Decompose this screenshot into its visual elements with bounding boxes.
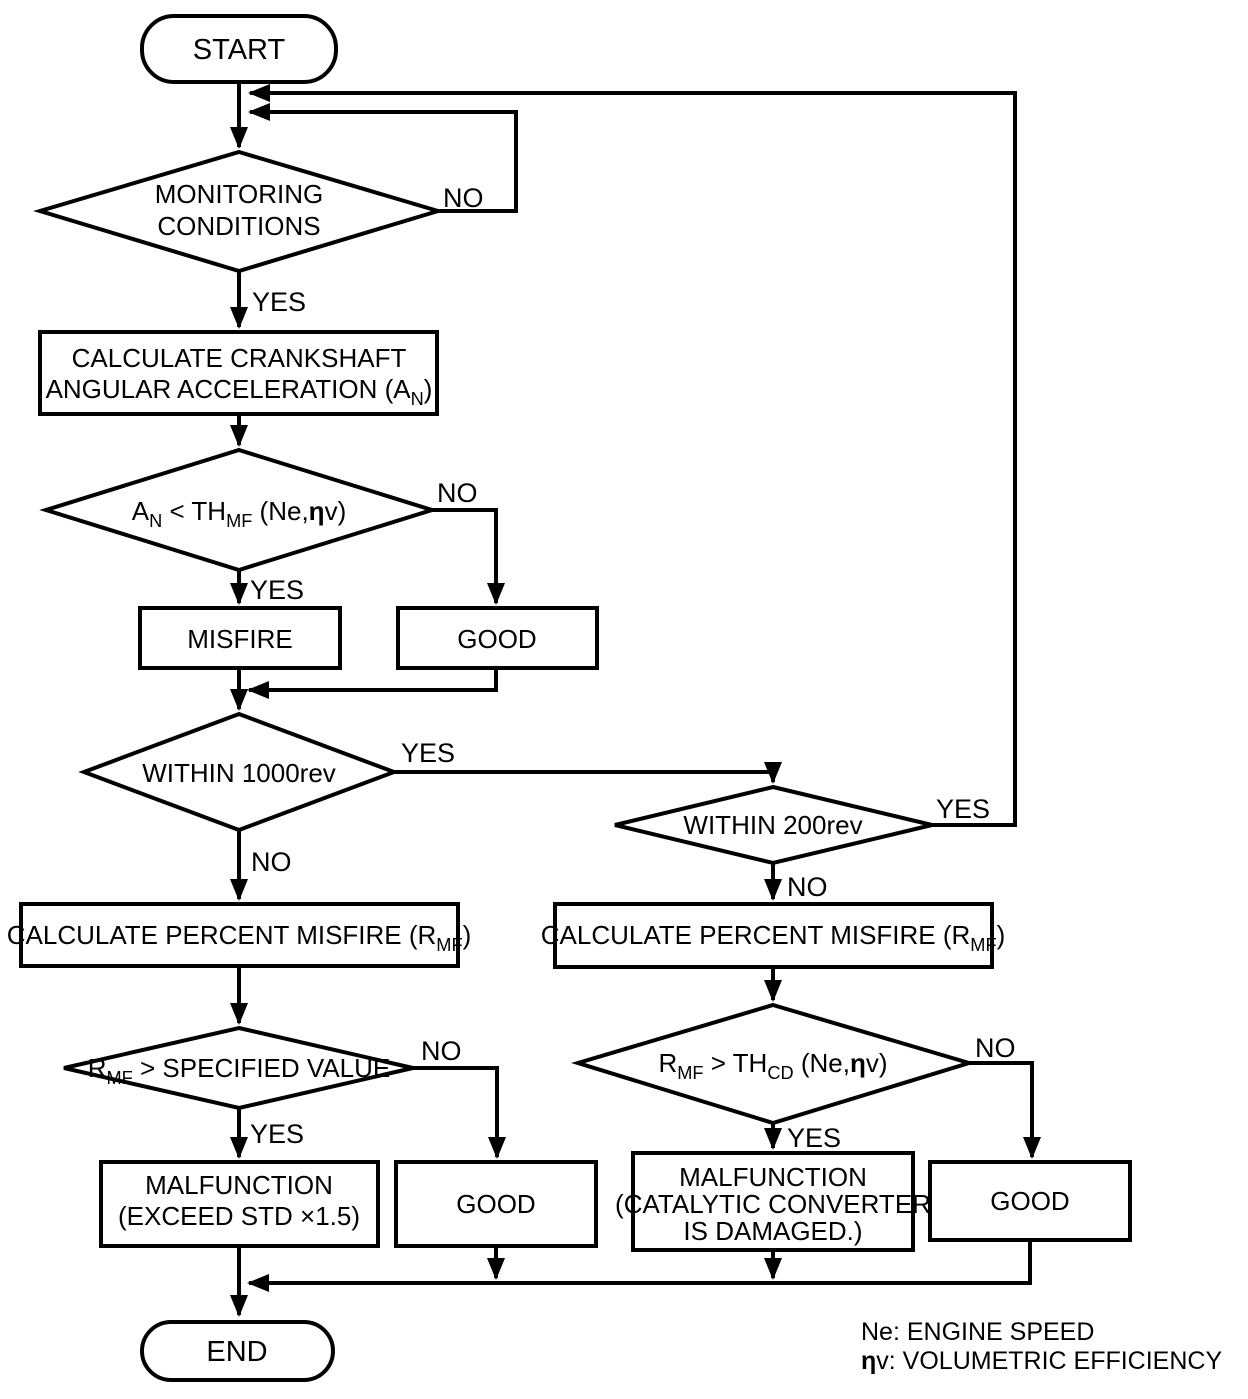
rmf-specified-diamond [63,1025,414,1111]
an-yes-label: YES [250,575,304,605]
end-label: END [206,1336,267,1368]
malfunction-left-line1: MALFUNCTION [145,1170,333,1200]
w1000-yes-label: YES [401,738,455,768]
good-bottom-left-box [394,1160,598,1248]
legend-engine-speed: Ne: ENGINE SPEED [861,1318,1094,1346]
malfunction-right-box [631,1151,915,1252]
flow-connectors [230,82,1041,1317]
edge-monitoring-no-loop [248,103,518,213]
malfunction-left-box [99,1160,380,1248]
good-bottom-right-box [928,1160,1132,1242]
spec-no-label: NO [421,1036,462,1066]
monitoring-line2: CONDITIONS [157,211,320,241]
w200-yes-label: YES [936,794,990,824]
calc-accel-line2: ANGULAR ACCELERATION (AN) [46,374,433,409]
edge-1000rev-yes [394,762,782,784]
flow-shapes [19,14,1132,1382]
legend-volumetric-efficiency: ηv: VOLUMETRIC EFFICIENCY [861,1347,1222,1375]
within-1000rev-diamond [78,711,400,833]
an-no-label: NO [437,478,478,508]
an-threshold-diamond [39,447,439,573]
calc-percent-right-label: CALCULATE PERCENT MISFIRE (RMF) [541,920,1005,955]
calc-percent-left-box [19,902,460,968]
thcd-no-label: NO [975,1033,1016,1063]
within-200rev-diamond [614,784,933,866]
an-threshold-label: AN < THMF (Ne,ηv) [132,496,346,531]
monitoring-conditions-diamond [33,149,445,274]
rmf-specified-label: RMF > SPECIFIED VALUE [88,1053,390,1088]
monitoring-line1: MONITORING [155,179,324,209]
edge-goodbr-merge-line [247,1240,1032,1292]
malfunction-right-line3: IS DAMAGED.) [683,1216,862,1246]
legend: Ne: ENGINE SPEED ηv: VOLUMETRIC EFFICIEN… [861,1318,1222,1375]
edge-200rev-yes-loop [248,84,1017,827]
end-terminal [140,1320,335,1382]
flow-edge-labels: NO YES NO YES YES NO YES NO NO YES NO YE… [250,183,1016,1153]
w1000-no-label: NO [251,847,292,877]
w200-no-label: NO [787,872,828,902]
start-label: START [193,34,286,66]
good-bottom-left-label: GOOD [456,1189,535,1219]
calc-percent-right-box [553,902,994,969]
rmf-thcd-diamond [571,1002,976,1126]
calc-percent-left-label: CALCULATE PERCENT MISFIRE (RMF) [7,920,471,955]
misfire-box [138,606,342,670]
malfunction-right-line2: (CATALYTIC CONVERTER [615,1189,931,1219]
within-1000rev-label: WITHIN 1000rev [142,758,336,788]
edge-an-no [432,508,505,605]
good-top-box [396,606,599,670]
edge-spec-no [413,1066,506,1159]
good-bottom-right-label: GOOD [990,1186,1069,1216]
edge-goodtop-merge [247,668,498,699]
edge-thcd-no [969,1061,1041,1159]
good-top-label: GOOD [457,624,536,654]
thcd-yes-label: YES [787,1123,841,1153]
within-200rev-label: WITHIN 200rev [683,810,862,840]
monitoring-no-label: NO [443,183,484,213]
malfunction-left-line2: (EXCEED STD ×1.5) [118,1201,360,1231]
malfunction-right-line1: MALFUNCTION [679,1162,867,1192]
calc-accel-box [38,330,439,416]
rmf-thcd-label: RMF > THCD (Ne,ηv) [658,1048,887,1083]
monitoring-yes-label: YES [252,287,306,317]
flow-node-labels: START MONITORING CONDITIONS CALCULATE CR… [7,34,1070,1368]
start-terminal [140,14,338,84]
calc-accel-line1: CALCULATE CRANKSHAFT [72,343,407,373]
misfire-label: MISFIRE [187,624,292,654]
spec-yes-label: YES [250,1119,304,1149]
